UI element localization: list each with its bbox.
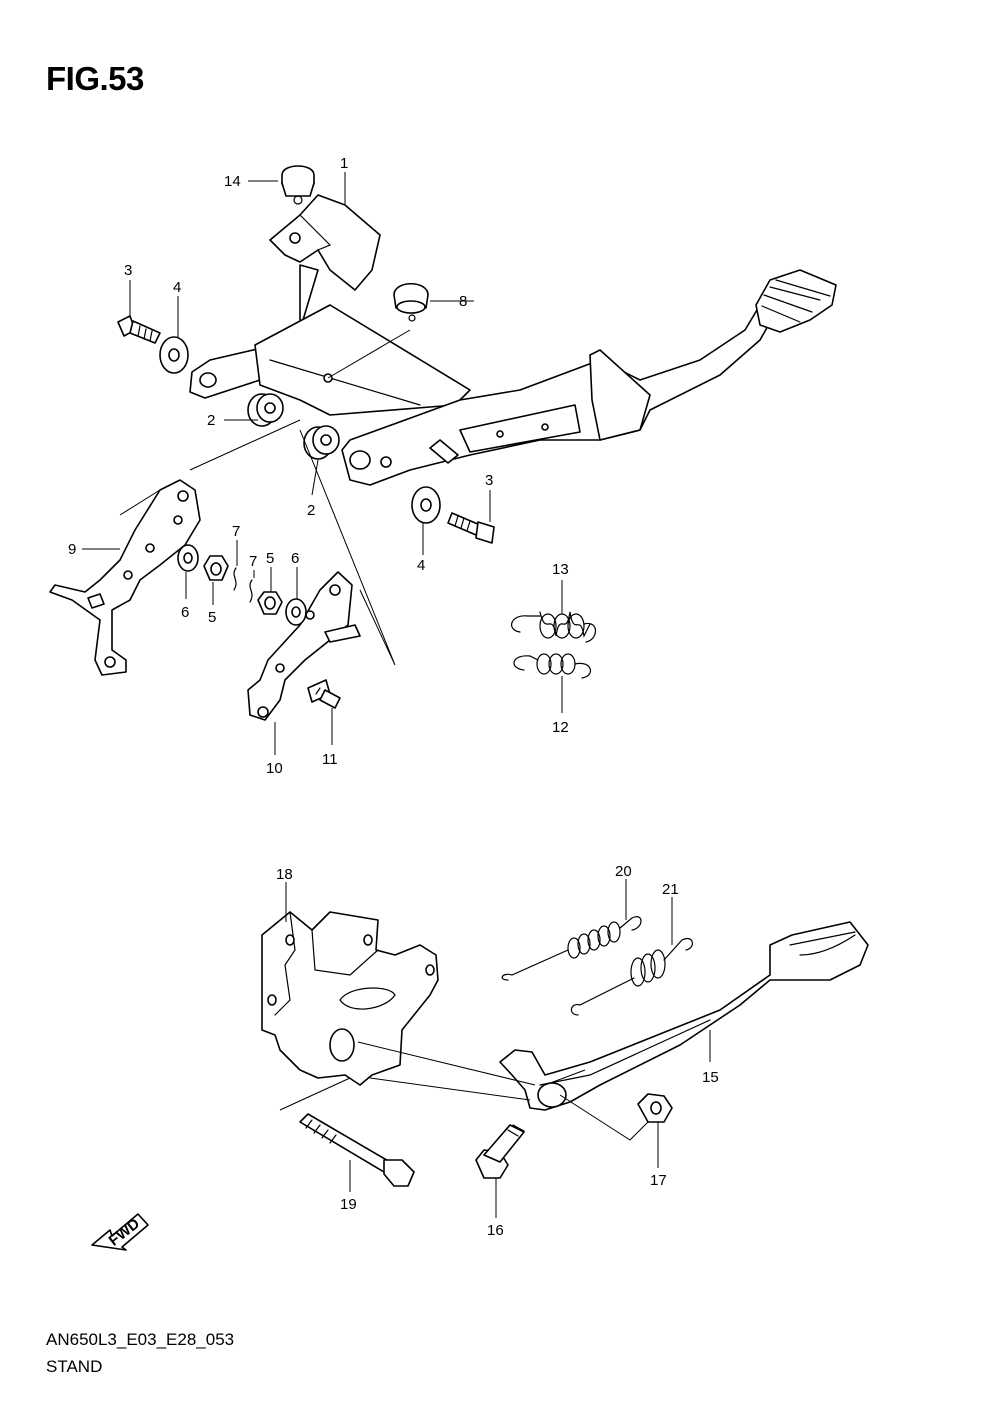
callout-13: 13 bbox=[552, 561, 569, 578]
bolt-part-3-left[interactable] bbox=[117, 315, 161, 344]
stand-bracket-part-18[interactable] bbox=[261, 911, 439, 1086]
callout-20: 20 bbox=[615, 863, 632, 880]
callout-9: 9 bbox=[68, 541, 76, 558]
callout-18: 18 bbox=[276, 866, 293, 883]
spring-washer-part-7-left[interactable] bbox=[233, 567, 237, 591]
callout-4: 4 bbox=[173, 279, 181, 296]
callout-6: 6 bbox=[291, 550, 299, 567]
figure-title: FIG.53 bbox=[46, 60, 144, 97]
callout-3: 3 bbox=[124, 262, 132, 279]
callout-3: 3 bbox=[485, 472, 493, 489]
diagram-code: AN650L3_E03_E28_053 bbox=[46, 1330, 235, 1349]
spring-part-21[interactable] bbox=[570, 938, 693, 1016]
stopper-part-8[interactable] bbox=[393, 282, 429, 322]
callout-8: 8 bbox=[459, 293, 467, 310]
callout-12: 12 bbox=[552, 719, 569, 736]
bushing-part-2-left[interactable] bbox=[247, 393, 284, 427]
stopper-part-14[interactable] bbox=[281, 165, 315, 205]
callout-11: 11 bbox=[322, 751, 338, 768]
callout-6: 6 bbox=[181, 604, 189, 621]
bushing-part-2-right[interactable] bbox=[303, 425, 340, 460]
callout-7: 7 bbox=[232, 523, 240, 540]
nut-part-17[interactable] bbox=[637, 1093, 673, 1123]
callout-14: 14 bbox=[224, 173, 241, 190]
callout-7: 7 bbox=[249, 553, 257, 570]
section-name: STAND bbox=[46, 1357, 103, 1376]
washer-part-4-left[interactable] bbox=[159, 336, 189, 374]
side-stand-part-15[interactable] bbox=[499, 921, 869, 1111]
nut-part-5-right[interactable] bbox=[257, 591, 283, 615]
spring-part-20[interactable] bbox=[501, 916, 642, 981]
washer-part-4-right[interactable] bbox=[411, 486, 441, 524]
bolt-part-11[interactable] bbox=[307, 679, 341, 709]
callout-15: 15 bbox=[702, 1069, 719, 1086]
callout-21: 21 bbox=[662, 881, 679, 898]
callout-5: 5 bbox=[208, 609, 216, 626]
callout-10: 10 bbox=[266, 760, 283, 777]
callout-1: 1 bbox=[340, 155, 348, 172]
bracket-part-9[interactable] bbox=[49, 479, 201, 676]
pivot-bolt-part-16[interactable] bbox=[475, 1124, 525, 1179]
callout-4: 4 bbox=[417, 557, 425, 574]
main-stand-part-1[interactable] bbox=[189, 194, 837, 486]
callout-labels: 1 2 2 3 3 4 4 5 5 6 6 7 7 8 9 10 11 12 1… bbox=[68, 155, 719, 1239]
callout-17: 17 bbox=[650, 1172, 667, 1189]
spring-part-12[interactable] bbox=[513, 653, 592, 679]
callout-2: 2 bbox=[207, 412, 215, 429]
callout-16: 16 bbox=[487, 1222, 504, 1239]
nut-part-5-left[interactable] bbox=[203, 555, 229, 581]
bolt-part-3-right[interactable] bbox=[447, 512, 495, 544]
callout-19: 19 bbox=[340, 1196, 357, 1213]
spring-washer-part-7-right[interactable] bbox=[249, 579, 253, 603]
washer-part-6-right[interactable] bbox=[285, 598, 307, 626]
bolt-part-19[interactable] bbox=[299, 1113, 415, 1187]
washer-part-6-left[interactable] bbox=[177, 544, 199, 572]
bracket-part-10[interactable] bbox=[247, 571, 361, 721]
callout-5: 5 bbox=[266, 550, 274, 567]
spring-part-13[interactable] bbox=[511, 611, 597, 643]
callout-2: 2 bbox=[307, 502, 315, 519]
fwd-arrow-icon: FWD bbox=[91, 1213, 149, 1251]
callout-leaders bbox=[82, 172, 711, 1218]
